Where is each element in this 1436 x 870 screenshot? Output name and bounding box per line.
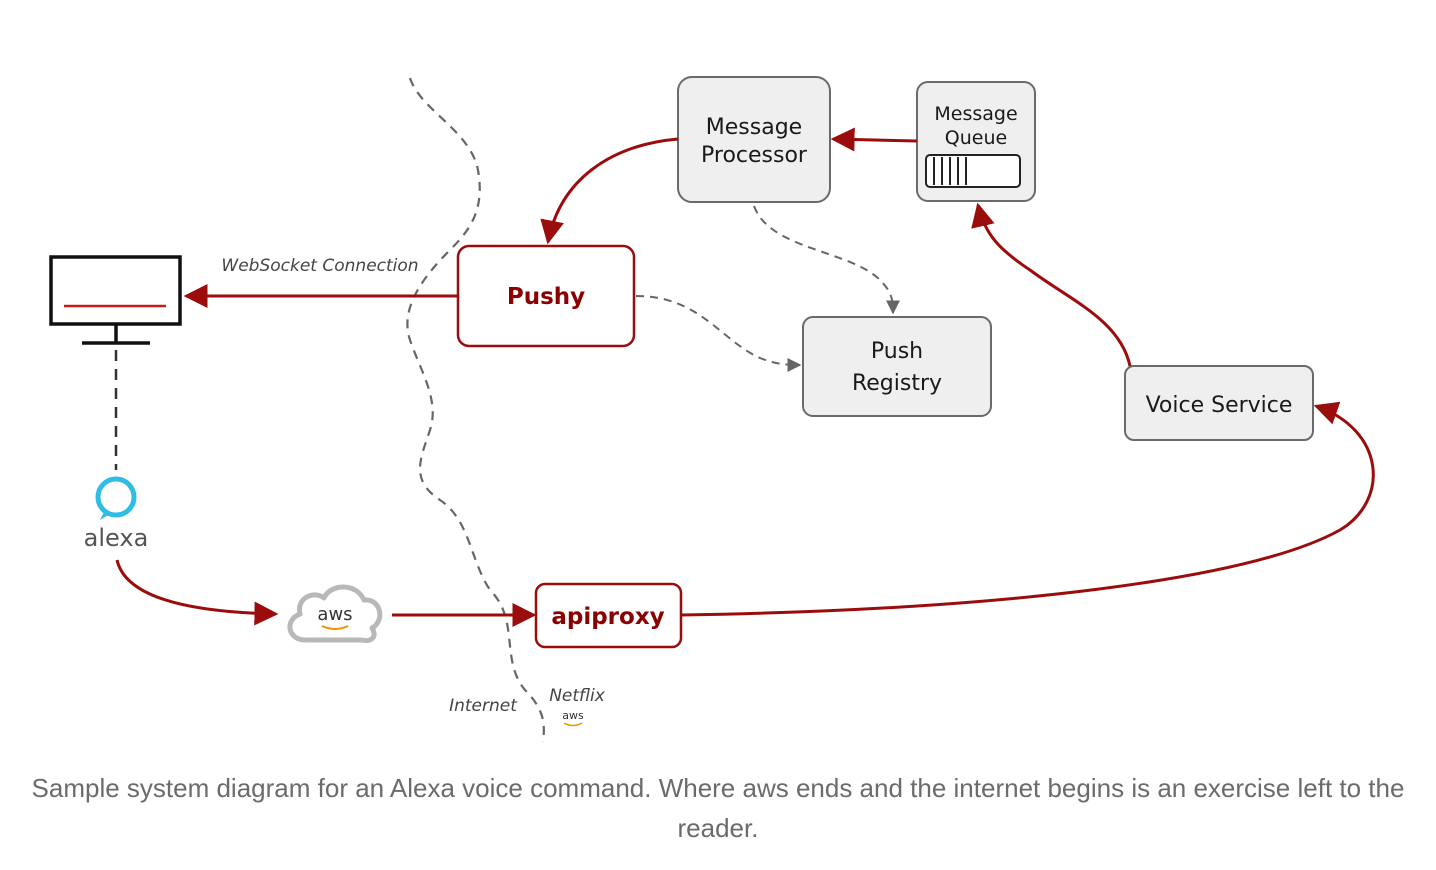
queue-to-processor-arrow <box>830 127 918 152</box>
message-queue-line2: Queue <box>945 127 1007 149</box>
message-processor-line1: Message <box>706 115 802 140</box>
internet-label: Internet <box>449 696 518 716</box>
figure-caption: Sample system diagram for an Alexa voice… <box>31 773 1405 843</box>
aws-cloud-label: aws <box>317 604 352 625</box>
websocket-label: WebSocket Connection <box>221 256 418 276</box>
aws-smile-icon <box>321 625 349 630</box>
netflix-aws-logo: aws <box>562 709 584 727</box>
system-diagram: alexa aws apiproxy Voice Service Message… <box>49 76 1375 743</box>
push-registry-line2: Registry <box>852 371 942 396</box>
apiproxy-to-voice-arrow <box>680 401 1375 617</box>
processor-to-registry-dashed-arrow <box>753 205 900 315</box>
processor-to-pushy-arrow <box>540 137 679 245</box>
alexa-to-aws-arrow <box>115 559 279 626</box>
network-boundary-line <box>406 77 545 743</box>
pushy-label: Pushy <box>507 284 585 310</box>
alexa-label: alexa <box>84 524 149 552</box>
voice-service-label: Voice Service <box>1146 393 1293 418</box>
voice-to-queue-arrow <box>971 202 1132 367</box>
pushy-to-registry-dashed-arrow <box>635 295 802 372</box>
pushy-node: Pushy <box>456 244 636 348</box>
apiproxy-node: apiproxy <box>534 582 683 649</box>
message-queue-line1: Message <box>934 103 1017 125</box>
netflix-aws-smile-icon <box>563 722 583 727</box>
message-processor-line2: Processor <box>701 143 808 168</box>
message-queue-node: Message Queue <box>916 81 1036 202</box>
push-registry-node: Push Registry <box>802 316 992 417</box>
netflix-label: Netflix <box>549 686 606 706</box>
push-registry-line1: Push <box>871 339 923 364</box>
netflix-aws-label: aws <box>562 709 584 722</box>
message-processor-node: Message Processor <box>677 76 831 203</box>
alexa-ring-icon <box>95 476 137 518</box>
apiproxy-label: apiproxy <box>551 604 664 630</box>
tv-monitor-icon <box>49 255 182 345</box>
alexa-logo: alexa <box>84 476 149 552</box>
aws-cloud-icon: aws <box>287 584 383 643</box>
queue-icon <box>925 154 1021 188</box>
voice-service-node: Voice Service <box>1124 365 1314 441</box>
